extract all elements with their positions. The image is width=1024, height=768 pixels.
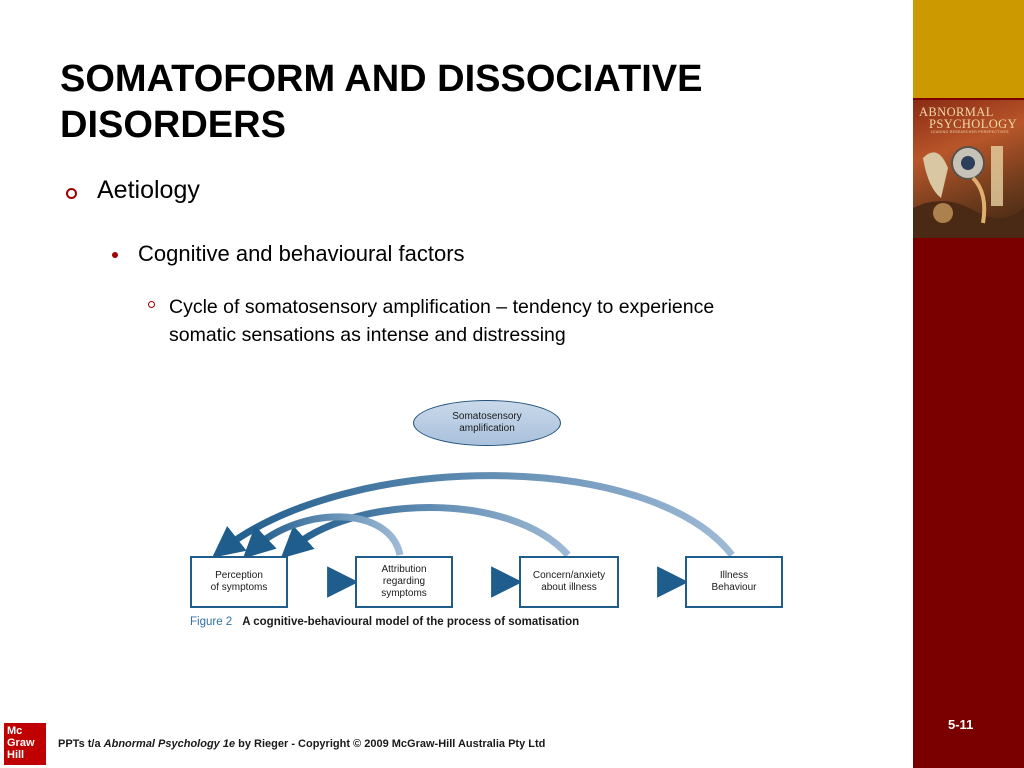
node-illness-behaviour: Illness Behaviour: [685, 556, 783, 608]
figure-caption: Figure 2 A cognitive-behavioural model of…: [190, 616, 579, 628]
bullet-level2: Cognitive and behavioural factors: [138, 241, 465, 266]
node-perception: Perception of symptoms: [190, 556, 288, 608]
arc-attribution-to-perception: [242, 513, 404, 559]
node-attribution-line3: symptoms: [381, 588, 427, 599]
arc-illness-to-perception: [212, 472, 735, 558]
bullet-dot-icon: [112, 252, 118, 258]
logo-line2: Graw: [7, 737, 35, 749]
node-top-line1: Somatosensory: [452, 411, 522, 422]
node-illness-line1: Illness: [719, 570, 749, 581]
slide-title-line1: SOMATOFORM AND DISSOCIATIVE: [60, 58, 703, 100]
node-illness-line2: Behaviour: [711, 582, 757, 593]
book-cover-title: ABNORMAL PSYCHOLOGY: [919, 105, 1023, 131]
mcgraw-hill-logo: Mc Graw Hill: [4, 723, 46, 765]
slide-title-line2: DISORDERS: [60, 104, 286, 146]
bullet-level3: Cycle of somatosensory amplification – t…: [169, 293, 869, 349]
logo-line3: Hill: [7, 749, 25, 761]
page-number: 5-11: [948, 717, 974, 732]
node-attribution-line1: Attribution: [381, 564, 427, 575]
footer-prefix: PPTs t/a: [58, 738, 104, 750]
footer-book-title: Abnormal Psychology 1e: [103, 738, 236, 750]
figure-label: Figure 2: [190, 616, 233, 628]
node-perception-line1: Perception: [215, 570, 263, 581]
node-somatosensory-amplification: Somatosensory amplification: [413, 400, 561, 446]
figure-caption-text: A cognitive-behavioural model of the pro…: [242, 616, 580, 628]
footer-copyright: PPTs t/a Abnormal Psychology 1e by Riege…: [58, 738, 545, 750]
book-cover-title-line1: ABNORMAL: [919, 105, 994, 119]
node-attribution-line2: regarding: [382, 576, 426, 587]
bullet-level3-line1: Cycle of somatosensory amplification – t…: [169, 296, 715, 318]
diagram-arrows: [212, 472, 735, 598]
somatisation-diagram: Somatosensory amplification Perception o…: [180, 390, 800, 640]
bullet-ring-icon: [66, 188, 77, 199]
bullet-level3-line2: somatic sensations as intense and distre…: [169, 324, 566, 346]
node-top-line2: amplification: [459, 423, 515, 434]
bullet-level1: Aetiology: [97, 176, 200, 204]
node-attribution: Attribution regarding symptoms: [355, 556, 453, 608]
node-perception-line2: of symptoms: [210, 582, 268, 593]
node-concern-line1: Concern/anxiety: [532, 570, 606, 581]
footer-suffix: by Rieger - Copyright © 2009 McGraw-Hill…: [235, 738, 546, 750]
book-cover-subtitle: LEADING RESEARCHER PERSPECTIVES: [931, 130, 1009, 134]
header-band: [913, 0, 1024, 98]
book-cover-art: [913, 146, 1024, 238]
node-concern: Concern/anxiety about illness: [519, 556, 619, 608]
book-cover: ABNORMAL PSYCHOLOGY LEADING RESEARCHER P…: [913, 100, 1024, 238]
arc-concern-to-perception: [280, 504, 571, 559]
logo-line1: Mc: [7, 725, 23, 737]
node-concern-line2: about illness: [541, 582, 597, 593]
slide-title: SOMATOFORM AND DISSOCIATIVE DISORDERS: [60, 56, 900, 148]
bullet-small-ring-icon: [148, 301, 155, 308]
book-cover-title-line2: PSYCHOLOGY: [929, 117, 1018, 131]
